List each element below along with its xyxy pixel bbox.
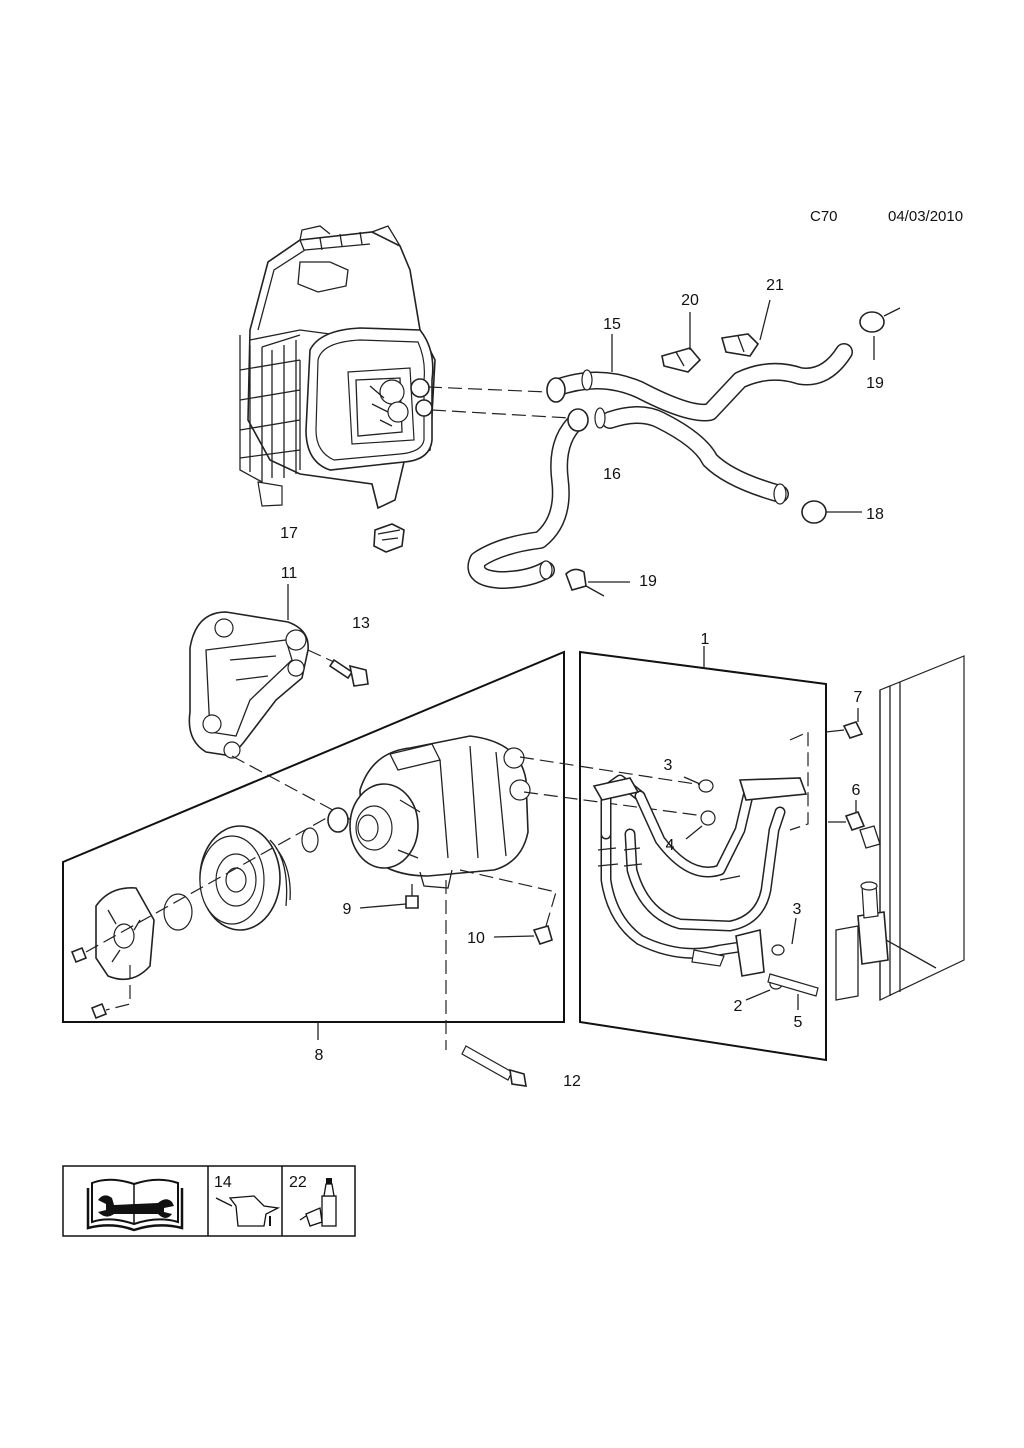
- part-12-long-bolt: [461, 1045, 527, 1087]
- callout-8: 8: [315, 1047, 324, 1064]
- part-6-bolt: [828, 811, 866, 831]
- oil-can-icon: [215, 1195, 281, 1227]
- part-8-frame: [62, 650, 565, 1023]
- leader-lines: [287, 299, 875, 1040]
- legend-box: 14 22: [62, 1165, 356, 1237]
- part-5-stud: [767, 973, 819, 997]
- callout-17: 17: [280, 525, 298, 542]
- callout-10: 10: [467, 930, 485, 947]
- refrigerant-lines: [592, 774, 808, 977]
- callout-20: 20: [681, 292, 699, 309]
- part-19-clamp-top: [859, 307, 901, 333]
- callout-5: 5: [794, 1014, 803, 1031]
- callout-19-bottom: 19: [639, 573, 657, 590]
- heater-hose-15: [546, 343, 853, 422]
- legend-number-22: 22: [289, 1174, 307, 1191]
- callout-3-lower: 3: [793, 901, 802, 918]
- callout-18: 18: [866, 506, 884, 523]
- compressor-clutch-parts: [70, 807, 349, 1020]
- callout-16: 16: [603, 466, 621, 483]
- part-18-clamp: [801, 500, 827, 524]
- callout-13: 13: [352, 615, 370, 632]
- callout-15: 15: [603, 316, 621, 333]
- compressor: [349, 735, 531, 889]
- hvac-heater-box: [239, 225, 436, 510]
- callout-labels: 1 2 3 3 4 5 6 7 8 9 10 11 12 13 15 16 17…: [280, 277, 884, 1090]
- callout-1: 1: [701, 631, 710, 648]
- part-19-clamp-bottom: [565, 568, 605, 597]
- heater-hose-16: [467, 406, 789, 589]
- part-9-bolt: [405, 884, 419, 909]
- callout-9: 9: [343, 901, 352, 918]
- callout-7: 7: [854, 689, 863, 706]
- part-21-clamp: [720, 333, 760, 357]
- sealant-tube-icon: [299, 1178, 337, 1227]
- callout-2: 2: [734, 998, 743, 1015]
- part-10-bolt: [532, 925, 553, 945]
- condenser: [835, 655, 965, 1001]
- part-7-bolt: [825, 721, 864, 739]
- callout-3-upper: 3: [664, 757, 673, 774]
- diagram-code: C70: [810, 208, 838, 225]
- callout-4: 4: [666, 837, 675, 854]
- callout-21: 21: [766, 277, 784, 294]
- part-1-frame: [579, 650, 827, 1062]
- callout-11: 11: [281, 565, 298, 582]
- part-20-clamp: [661, 347, 702, 373]
- part-11-compressor-bracket: [188, 611, 309, 759]
- diagram-date: 04/03/2010: [888, 208, 964, 225]
- legend-number-14: 14: [214, 1174, 232, 1191]
- manual-book-wrench-icon: [86, 1178, 184, 1232]
- part-17-clip: [373, 523, 405, 553]
- callout-19-top: 19: [866, 375, 884, 392]
- part-13-bolt: [328, 658, 369, 687]
- callout-12: 12: [563, 1073, 581, 1090]
- callout-6: 6: [852, 782, 861, 799]
